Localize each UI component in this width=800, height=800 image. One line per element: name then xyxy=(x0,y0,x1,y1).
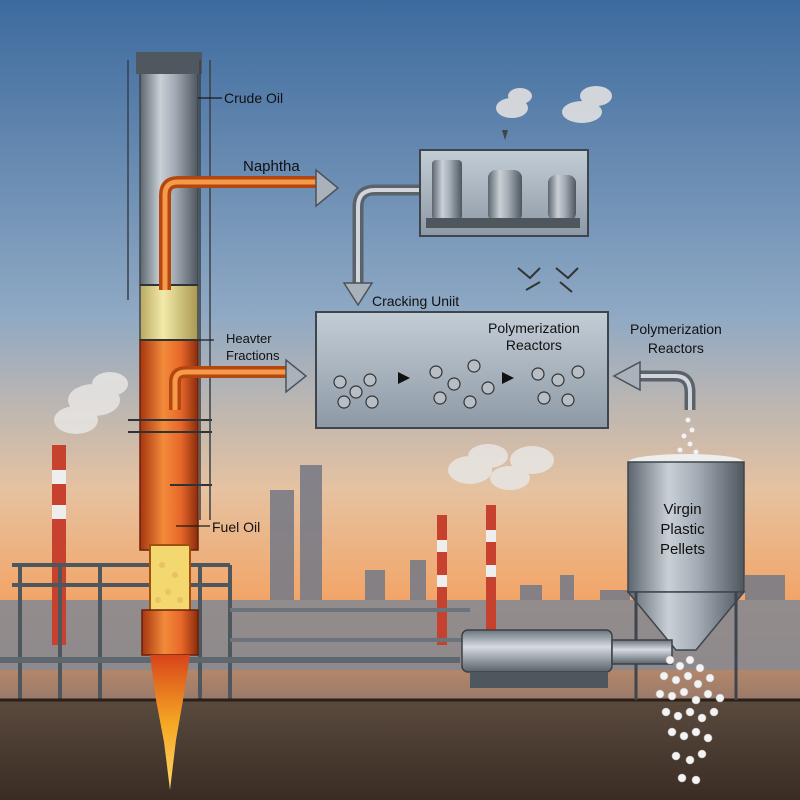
feed-pipe xyxy=(342,184,420,307)
naphtha-label: Naphtha xyxy=(243,158,300,175)
virgin-plastic-pellets-label: Virgin Plastic Pellets xyxy=(660,501,706,558)
burner-flame xyxy=(150,655,190,790)
polymerization-reactors-label: Polymerization Reactors xyxy=(488,320,580,353)
pipe-rack xyxy=(0,563,470,700)
distillation-column xyxy=(127,52,212,656)
fuel-oil-label: Fuel Oil xyxy=(212,519,261,535)
heavier-fractions-label: Heavter Fractions xyxy=(226,331,280,363)
naphtha-pipe xyxy=(159,168,340,290)
extruder-machine xyxy=(461,629,673,688)
cracking-unit-label: Cracking Uniit xyxy=(372,293,460,309)
heavier-fractions-pipe xyxy=(169,358,308,410)
molecule-fragments xyxy=(517,267,579,293)
polymerization-box xyxy=(315,311,609,429)
crude-oil-label: Crude Oil xyxy=(224,90,284,106)
steam-cracker-unit xyxy=(419,130,589,237)
pellet-pile xyxy=(655,655,725,785)
return-pipe xyxy=(612,360,696,410)
falling-pellets xyxy=(677,417,699,455)
pellet-silo xyxy=(626,454,746,700)
callout-lines xyxy=(176,97,222,527)
polymerization-reactors-side-label: Polymerization Reactors xyxy=(630,321,722,356)
chimney-stacks xyxy=(52,445,496,645)
ground xyxy=(0,700,800,800)
smoke-plumes xyxy=(54,86,612,490)
